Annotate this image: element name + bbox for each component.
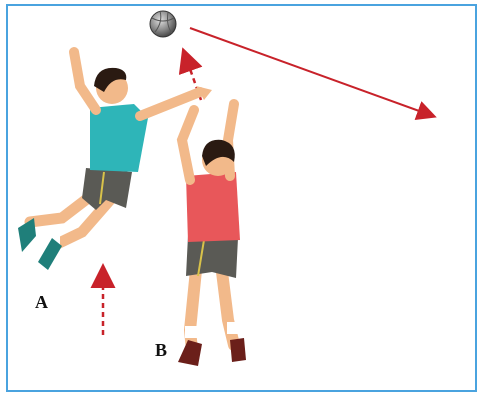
volleyball-icon	[150, 11, 176, 37]
player-b-figure	[178, 104, 246, 366]
player-b-label: B	[155, 340, 167, 361]
ball-trajectory-arrow	[190, 28, 433, 116]
player-a-label: A	[35, 292, 48, 313]
